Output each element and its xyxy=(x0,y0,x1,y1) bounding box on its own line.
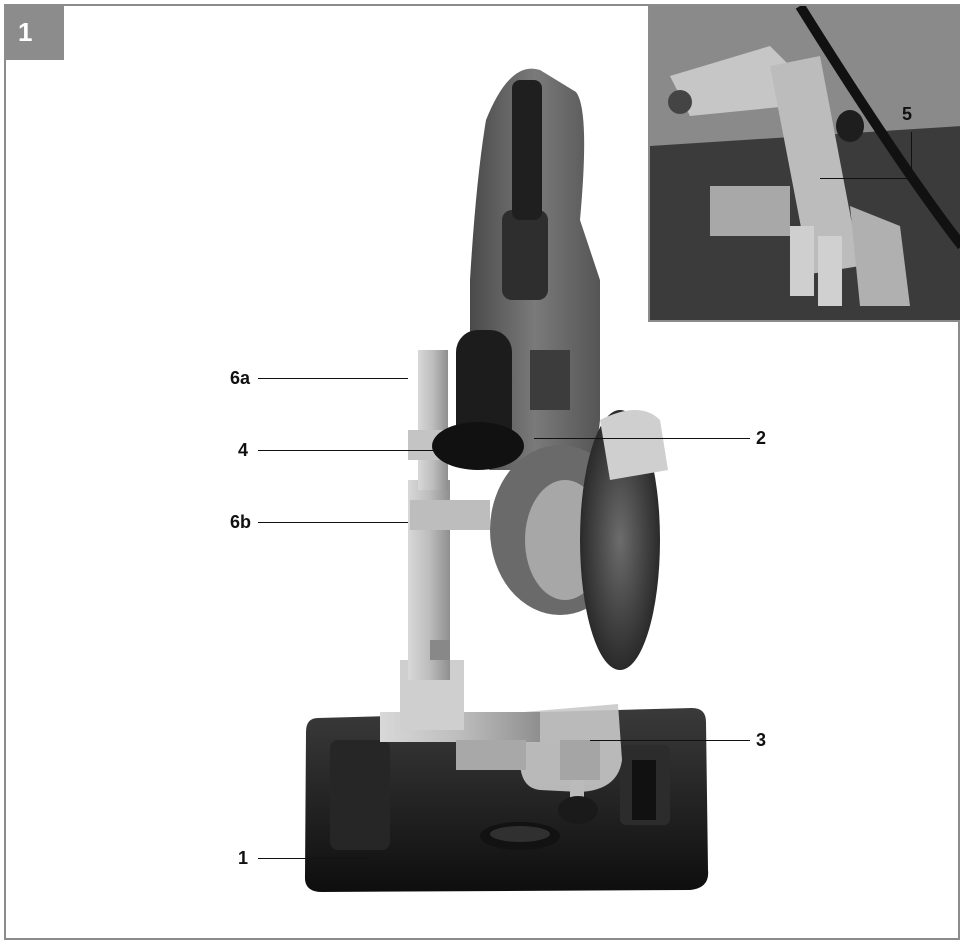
leader-line-5-h xyxy=(820,178,912,179)
side-handle xyxy=(432,330,524,470)
leader-line-4 xyxy=(258,450,434,451)
callout-6b: 6b xyxy=(230,512,252,532)
leader-line-2 xyxy=(534,438,750,439)
leader-line-1 xyxy=(258,858,370,859)
leader-line-5-v xyxy=(911,132,912,178)
callout-1: 1 xyxy=(238,848,249,868)
callout-2: 2 xyxy=(756,428,767,448)
cutting-disc xyxy=(580,410,660,670)
leader-line-3 xyxy=(590,740,750,741)
callout-6a: 6a xyxy=(230,368,251,388)
leader-line-6b xyxy=(258,522,408,523)
leader-line-6a xyxy=(258,378,408,379)
callout-4: 4 xyxy=(238,440,249,460)
wheel-guard xyxy=(600,410,668,480)
callout-3: 3 xyxy=(756,730,767,750)
inset-detail-photo: 5 xyxy=(648,6,960,322)
inset-photo xyxy=(650,6,960,320)
workpiece-clamp xyxy=(520,704,622,824)
callout-5: 5 xyxy=(902,104,913,124)
figure-frame xyxy=(4,4,960,940)
stand-column xyxy=(400,350,464,730)
figure-number-badge: 1 xyxy=(4,4,64,60)
